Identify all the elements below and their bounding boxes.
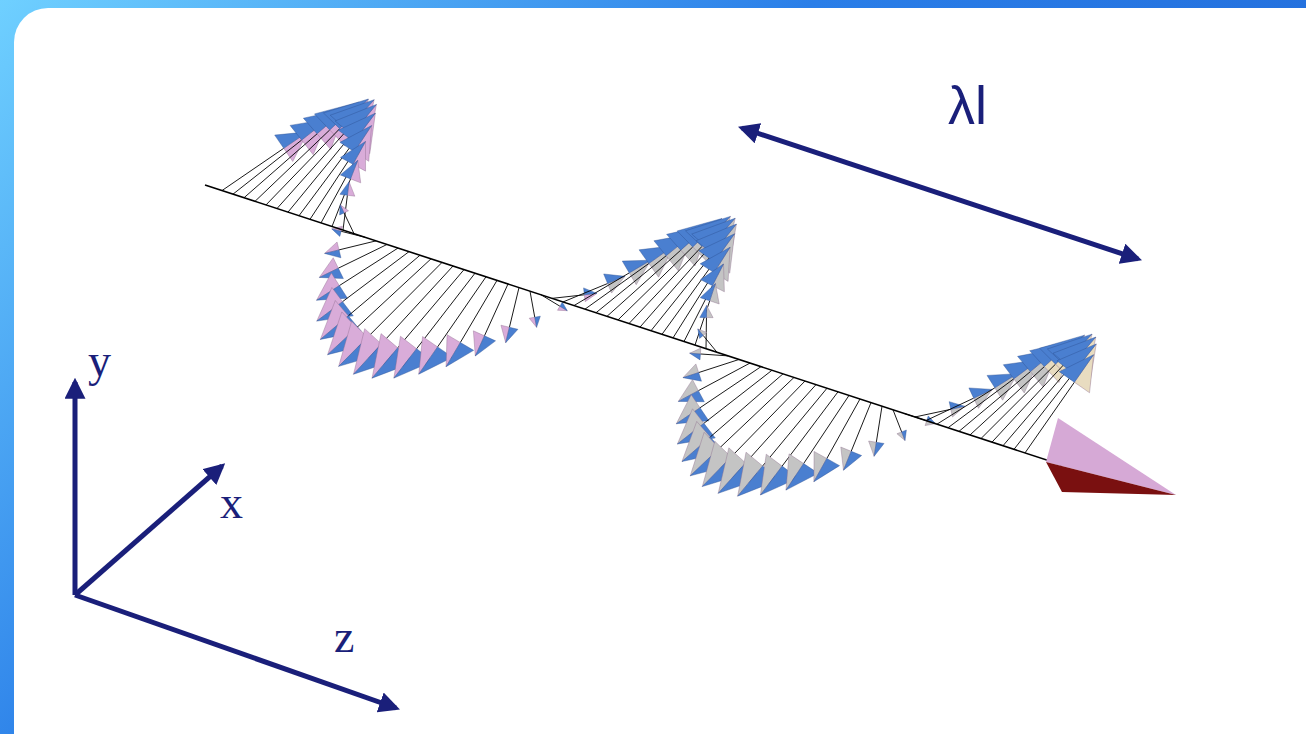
- vector-head-shade: [332, 229, 341, 236]
- vector-shaft: [574, 273, 629, 306]
- vector-head-shade: [700, 284, 715, 301]
- vector-shaft: [338, 244, 387, 268]
- vector-head-shade: [340, 160, 357, 179]
- vector-head: [690, 348, 701, 354]
- vector-head-shade: [786, 464, 818, 491]
- vector-head-shade: [446, 343, 474, 367]
- vector-shaft: [244, 134, 317, 198]
- z-axis-arrow: [75, 595, 396, 708]
- vector-head-shade: [325, 250, 341, 258]
- vector-shaft: [585, 263, 649, 309]
- vector-shaft: [310, 152, 354, 219]
- vector-shaft: [530, 291, 535, 317]
- vector-shaft: [915, 409, 951, 417]
- vector-head-shade: [1059, 355, 1093, 382]
- vector-shaft: [381, 266, 453, 344]
- vector-head-shade: [506, 327, 518, 342]
- vector-head-shade: [700, 305, 707, 317]
- vector-shaft: [876, 406, 882, 442]
- vector-shaft: [731, 381, 805, 457]
- vector-head-shade: [535, 316, 541, 327]
- vector-head-shade: [340, 205, 344, 215]
- wavelength-arrow: [742, 128, 1138, 259]
- vector-head-shade: [902, 430, 907, 440]
- vector-head-shade: [874, 442, 884, 456]
- vector-shaft: [893, 410, 902, 432]
- vector-shaft: [348, 255, 420, 316]
- vector-shaft: [937, 388, 995, 424]
- vector-shaft: [746, 385, 816, 463]
- vector-shaft: [959, 372, 1030, 432]
- vector-head-shade: [622, 260, 650, 273]
- vector-head-shade: [843, 451, 861, 470]
- vector-head-shade: [700, 247, 730, 272]
- vector-shaft: [607, 250, 681, 316]
- vector-shaft: [222, 148, 284, 190]
- propagation-cone: [1046, 418, 1176, 495]
- vector-shaft: [700, 367, 761, 408]
- propagation-cone-shade: [1046, 462, 1176, 495]
- vector-shaft: [255, 130, 330, 201]
- vector-head-shade: [701, 264, 724, 286]
- vector-shaft: [698, 363, 750, 391]
- vector-shaft: [357, 259, 431, 328]
- vector-head: [706, 305, 713, 317]
- vector-head-shade: [814, 459, 840, 482]
- vector-shaft: [710, 374, 783, 437]
- vector-shaft: [719, 377, 794, 448]
- vector-shaft: [509, 288, 519, 328]
- vector-shaft: [926, 398, 974, 420]
- vector-shaft: [368, 262, 442, 337]
- axis-label: x: [220, 480, 243, 526]
- vector-shaft: [596, 256, 666, 313]
- vector-head-shade: [475, 336, 495, 356]
- vector-shaft: [332, 179, 351, 227]
- x-axis-arrow: [75, 466, 222, 595]
- vector-shaft: [640, 249, 708, 327]
- field-vectors: [222, 99, 1096, 496]
- vector-shaft: [417, 273, 475, 349]
- vector-head-shade: [340, 182, 349, 196]
- z-axis-line: [205, 185, 1062, 465]
- slide-panel: [14, 8, 1306, 734]
- vector-head-shade: [690, 353, 701, 360]
- vector-shaft: [992, 364, 1064, 442]
- vector-shaft: [277, 130, 347, 208]
- vector-shaft: [699, 359, 739, 372]
- vector-shaft: [851, 403, 871, 452]
- vector-shaft: [704, 370, 772, 423]
- vector-shaft: [343, 252, 409, 302]
- vector-head-shade: [698, 329, 703, 338]
- axis-label: z: [334, 614, 354, 660]
- wavelength-label: λl: [948, 78, 987, 132]
- vector-head-shade: [340, 141, 365, 164]
- vector-shaft: [398, 270, 464, 348]
- vector-shaft: [339, 241, 376, 250]
- y-axis-arrow: [73, 382, 78, 595]
- axis-label: y: [88, 338, 111, 384]
